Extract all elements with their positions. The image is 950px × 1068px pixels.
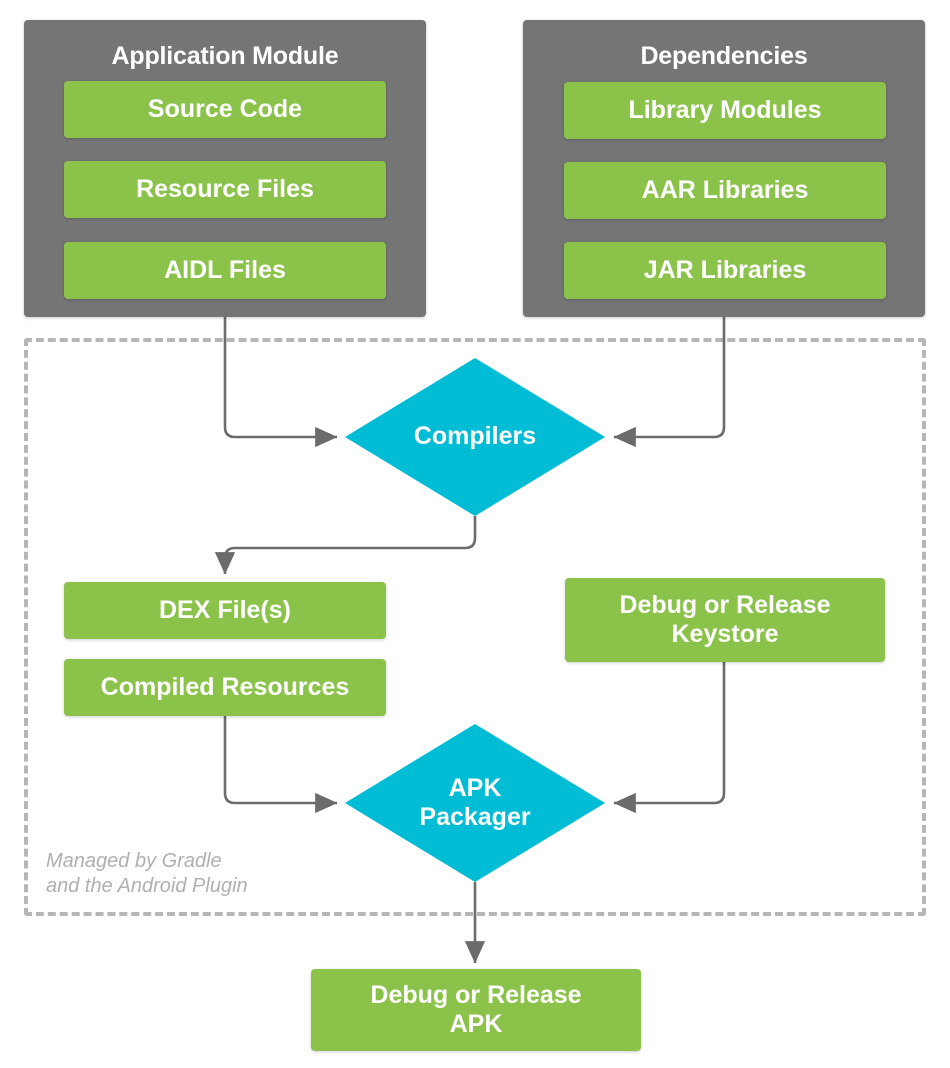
node-compilers[interactable]: Compilers <box>345 358 605 516</box>
node-compiled-resources[interactable]: Compiled Resources <box>64 659 386 716</box>
node-source-code[interactable]: Source Code <box>64 81 386 138</box>
node-dex-files[interactable]: DEX File(s) <box>64 582 386 639</box>
node-library-modules[interactable]: Library Modules <box>564 82 886 139</box>
node-resource-files[interactable]: Resource Files <box>64 161 386 218</box>
node-jar-libraries[interactable]: JAR Libraries <box>564 242 886 299</box>
group-title-application-module: Application Module <box>111 42 339 70</box>
node-aidl-files[interactable]: AIDL Files <box>64 242 386 299</box>
compilers-diamond-shape <box>345 358 605 516</box>
group-title-dependencies: Dependencies <box>640 42 808 70</box>
apk-packager-diamond-shape <box>345 724 605 882</box>
node-aar-libraries[interactable]: AAR Libraries <box>564 162 886 219</box>
